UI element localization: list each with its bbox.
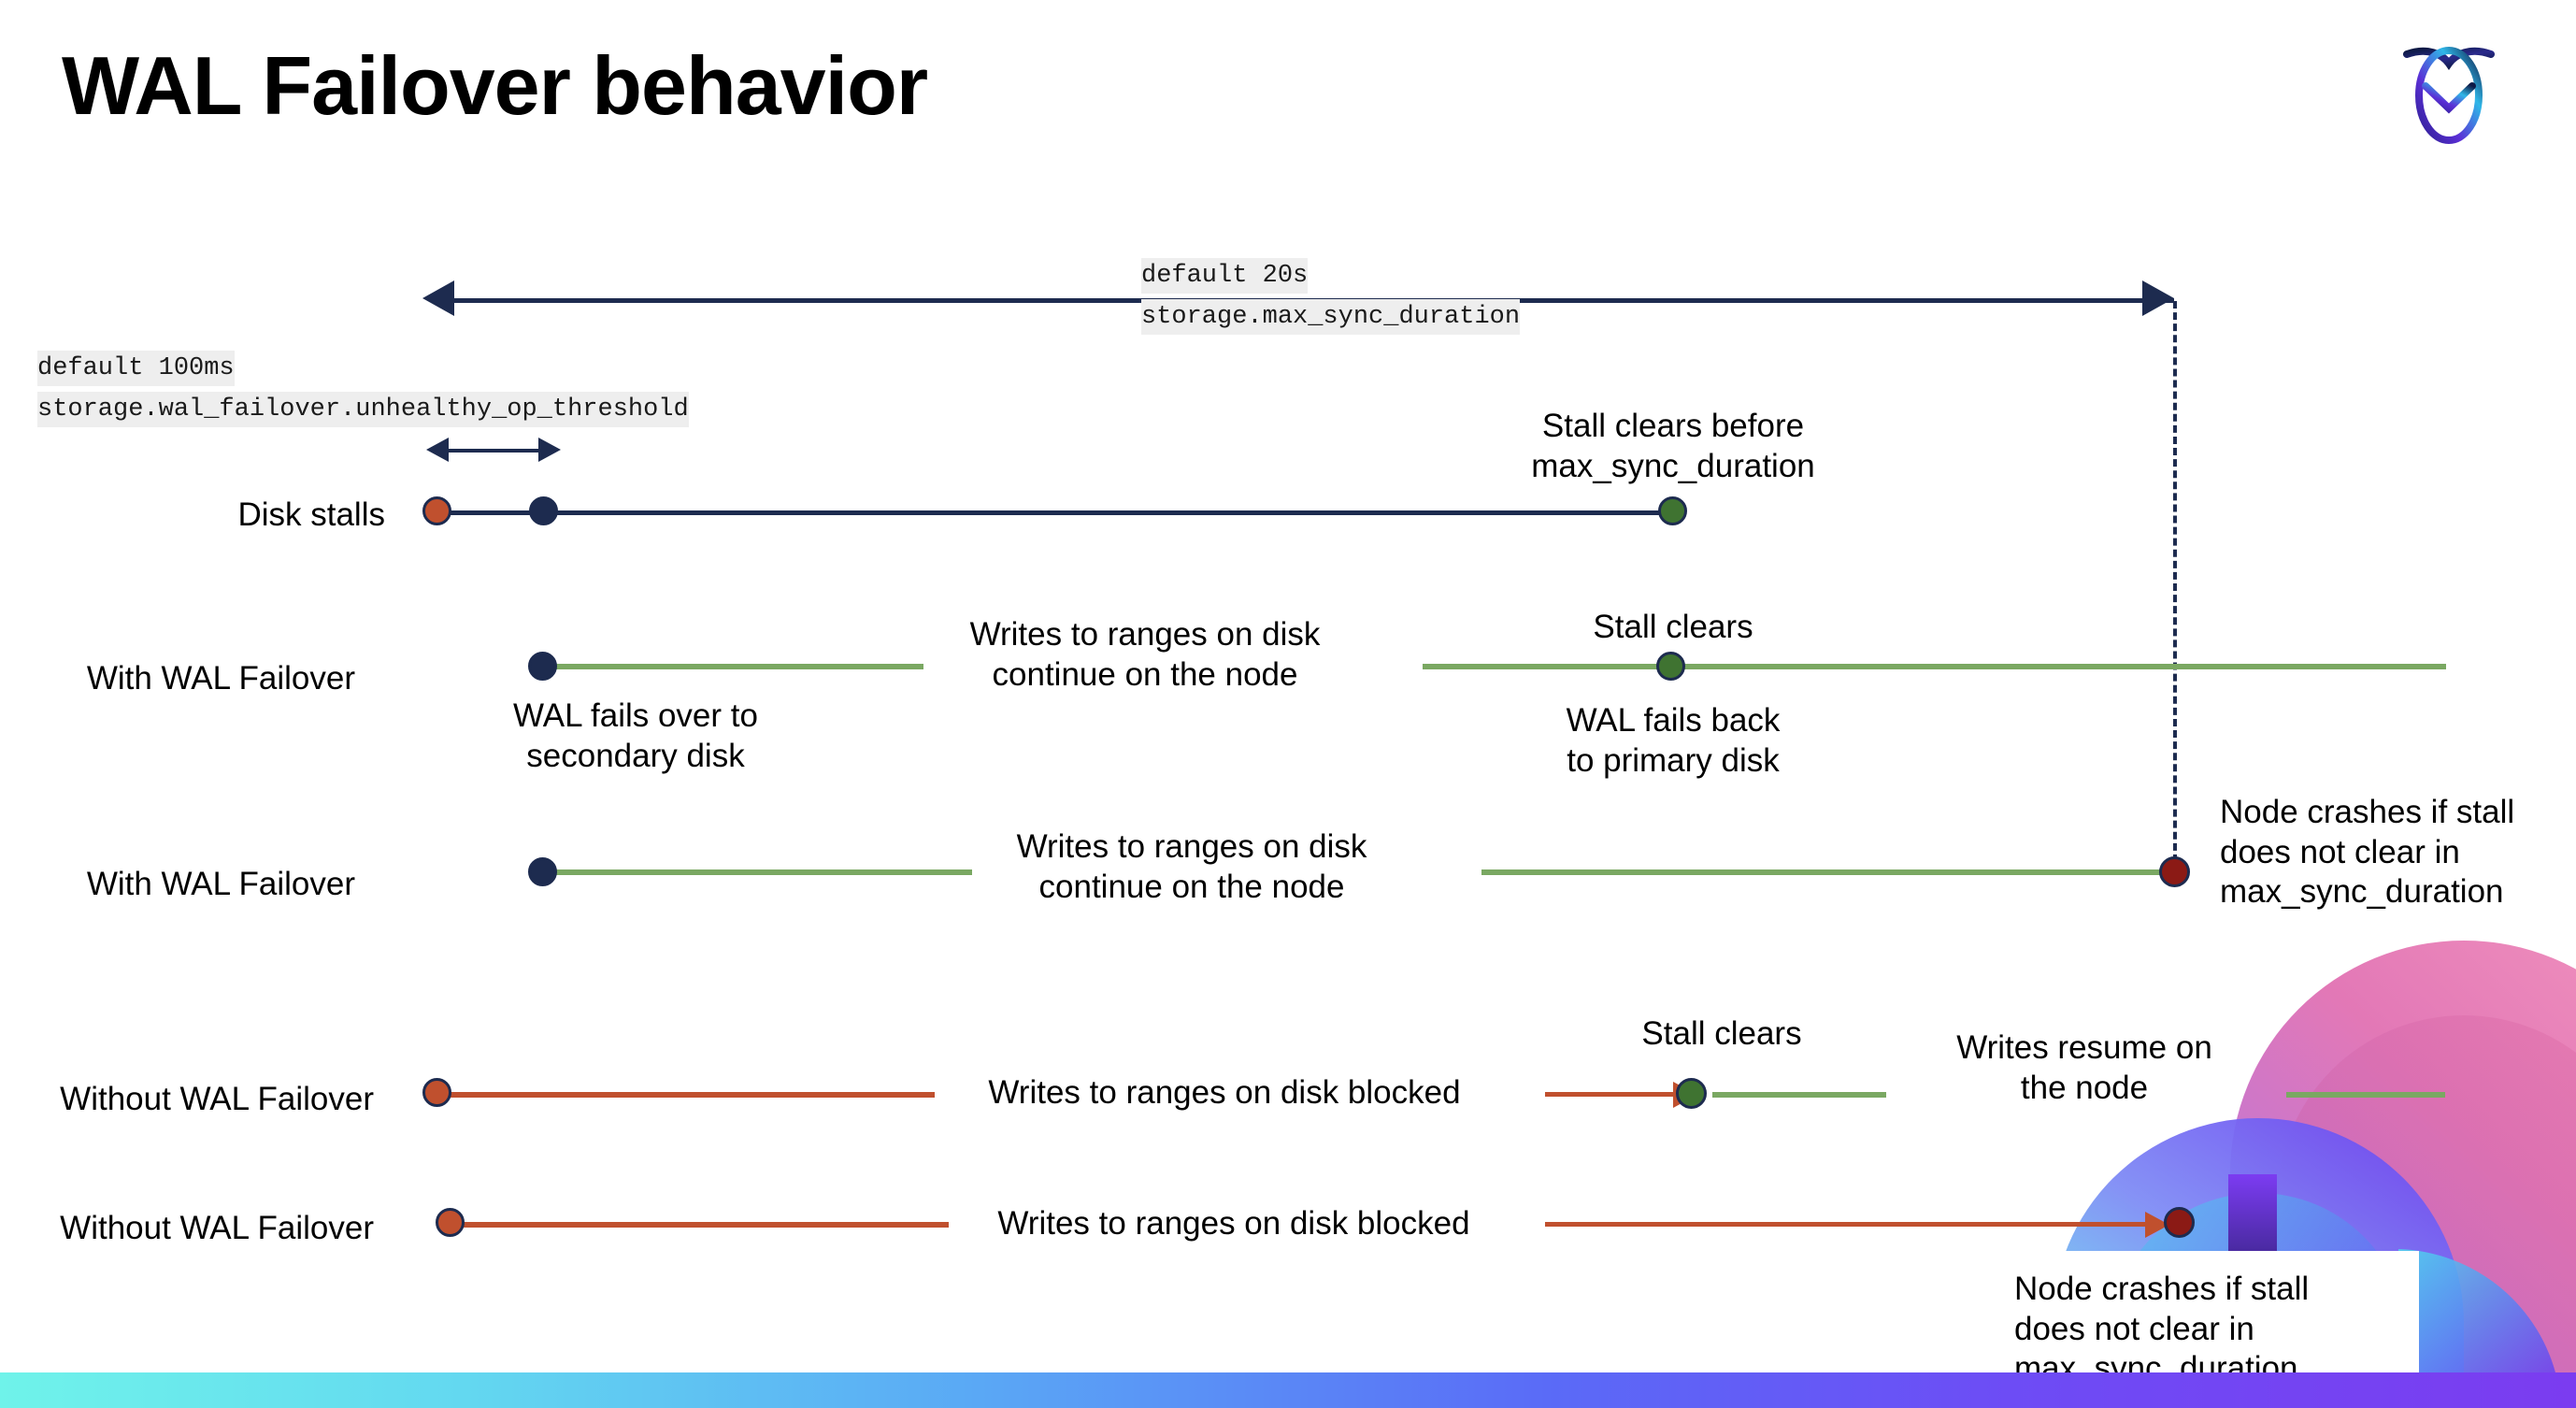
row-label-disk-stalls: Disk stalls [237,496,385,533]
annotation-node-crashes-1: Node crashes if stall does not clear in … [2220,794,2515,911]
without-wal-failover-1-red-b [1545,1092,1683,1097]
without-wal-failover-1-start-dot [422,1078,451,1107]
annotation-wal-fails-over: WAL fails over to secondary disk [513,697,758,774]
with-wal-failover-1-clear-dot [1656,652,1685,681]
max-sync-duration-dropline [2173,301,2177,873]
row-label-without-wal-failover-1: Without WAL Failover [60,1081,374,1117]
with-wal-failover-1-segment-b [1423,664,2446,669]
without-wal-failover-1-clear-dot [1676,1078,1707,1109]
annotation-stall-clears-1: Stall clears [1593,609,1753,645]
without-wal-failover-2-red-a [453,1222,949,1228]
page-title: WAL Failover behavior [62,39,928,132]
row-label-with-wal-failover-2: With WAL Failover [86,866,355,902]
unhealthy-op-threshold-arrow-right [538,438,561,462]
cockroachdb-logo-icon [2388,30,2510,151]
annotation-wal-fails-back: WAL fails back to primary disk [1566,702,1781,779]
annotation-stall-clears-before: Stall clears before max_sync_duration [1531,408,1815,484]
row-label-without-wal-failover-2: Without WAL Failover [60,1210,374,1246]
unhealthy-op-threshold-setting-name: storage.wal_failover.unhealthy_op_thresh… [37,392,689,428]
without-wal-failover-2-red-b [1545,1222,2158,1227]
unhealthy-op-threshold-arrow-left [426,438,449,462]
disk-stalls-line [439,510,1673,515]
annotation-writes-continue-1: Writes to ranges on disk continue on the… [969,616,1321,693]
max-sync-duration-setting-name: storage.max_sync_duration [1141,299,1521,336]
row-label-with-wal-failover-1: With WAL Failover [86,660,355,697]
bottom-gradient-bar [0,1372,2576,1408]
without-wal-failover-1-red-a [439,1092,935,1098]
max-sync-duration-arrow-left [422,280,454,316]
max-sync-duration-arrow-right [2142,280,2174,316]
disk-stalls-clear-dot [1658,496,1687,525]
annotation-node-crashes-2: Node crashes if stall does not clear in … [2014,1271,2310,1387]
with-wal-failover-1-start-dot [528,652,557,681]
with-wal-failover-2-segment-b [1481,869,2173,875]
disk-stalls-start-dot [422,496,451,525]
annotation-writes-continue-2: Writes to ranges on disk continue on the… [1016,828,1367,905]
without-wal-failover-1-green-a [1712,1092,1886,1098]
without-wal-failover-2-start-dot [436,1208,465,1237]
disk-stalls-failover-dot [529,496,558,525]
without-wal-failover-2-crash-dot [2164,1207,2195,1238]
with-wal-failover-1-segment-a [542,664,923,669]
unhealthy-op-threshold-default-label: default 100ms [37,351,235,387]
with-wal-failover-2-segment-a [542,869,972,875]
annotation-stall-clears-2: Stall clears [1641,1015,1802,1052]
with-wal-failover-2-start-dot [528,857,557,886]
with-wal-failover-2-crash-dot [2159,856,2190,887]
annotation-writes-blocked-2: Writes to ranges on disk blocked [997,1205,1470,1242]
annotation-writes-blocked-1: Writes to ranges on disk blocked [988,1074,1461,1111]
without-wal-failover-1-green-b [2286,1092,2445,1098]
unhealthy-op-threshold-span [447,449,540,453]
annotation-writes-resume: Writes resume on the node [1956,1029,2212,1106]
max-sync-duration-default-label: default 20s [1141,258,1309,295]
crash-note-panel [1980,1251,2419,1372]
